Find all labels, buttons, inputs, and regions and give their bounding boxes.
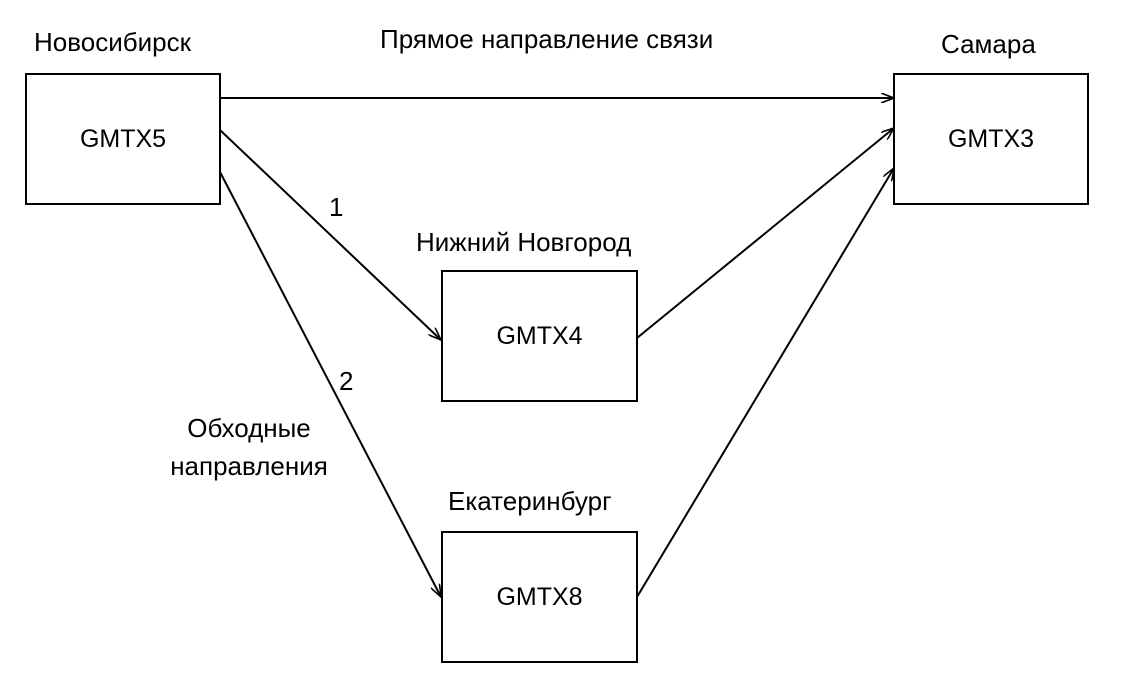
edge-gmtx5-gmtx4	[219, 129, 441, 340]
bypass-routes-label: Обходные направления	[160, 409, 338, 485]
node-id-gmtx3: GMTX3	[947, 124, 1035, 153]
node-id-gmtx4: GMTX4	[496, 321, 583, 350]
city-label-samara: Самара	[941, 29, 1036, 59]
node-gmtx5: GMTX5	[25, 73, 221, 205]
bypass-label-line-2: направления	[170, 451, 328, 481]
node-gmtx4: GMTX4	[441, 270, 638, 402]
route-number-2: 2	[339, 366, 354, 396]
node-gmtx8: GMTX8	[441, 531, 638, 663]
city-label-ekaterinburg: Екатеринбург	[448, 486, 612, 516]
city-label-novosibirsk: Новосибирск	[34, 27, 191, 57]
node-id-gmtx5: GMTX5	[79, 124, 167, 153]
node-gmtx3: GMTX3	[893, 73, 1089, 205]
city-label-nizhny: Нижний Новгород	[416, 227, 632, 257]
edge-gmtx5-gmtx8	[219, 171, 441, 597]
diagram-title: Прямое направление связи	[380, 24, 714, 54]
edge-gmtx4-gmtx3	[636, 128, 894, 339]
node-id-gmtx8: GMTX8	[496, 582, 583, 611]
bypass-label-line-1: Обходные	[187, 413, 311, 443]
edge-gmtx8-gmtx3	[636, 168, 894, 598]
route-number-1: 1	[329, 192, 344, 222]
